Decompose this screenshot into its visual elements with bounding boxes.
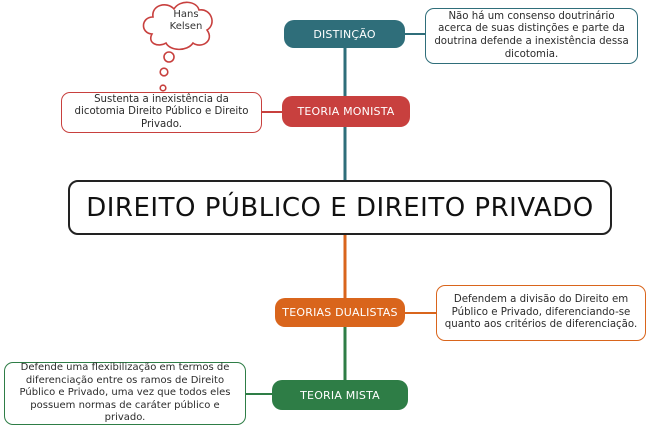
note-teoria-mista: Defende uma flexibilização em termos de … [4, 362, 246, 425]
branch-label: TEORIA MONISTA [297, 105, 395, 118]
branch-label: TEORIAS DUALISTAS [282, 306, 398, 319]
branch-label: DISTINÇÃO [313, 27, 376, 41]
central-topic[interactable]: DIREITO PÚBLICO E DIREITO PRIVADO [68, 180, 612, 235]
branch-teoria-monista[interactable]: TEORIA MONISTA [282, 96, 410, 127]
branch-teorias-dualistas[interactable]: TEORIAS DUALISTAS [275, 298, 405, 327]
central-title: DIREITO PÚBLICO E DIREITO PRIVADO [86, 192, 594, 223]
note-distincao: Não há um consenso doutrinário acerca de… [425, 8, 638, 64]
branch-teoria-mista[interactable]: TEORIA MISTA [272, 380, 408, 410]
branch-label: TEORIA MISTA [300, 388, 380, 402]
thought-text: Hans Kelsen [169, 9, 203, 32]
thought-cloud [142, 1, 213, 92]
branch-distincao[interactable]: DISTINÇÃO [284, 20, 405, 48]
note-teoria-monista: Sustenta a inexistência da dicotomia Dir… [61, 92, 262, 133]
note-teorias-dualistas: Defendem a divisão do Direito em Público… [436, 285, 646, 341]
